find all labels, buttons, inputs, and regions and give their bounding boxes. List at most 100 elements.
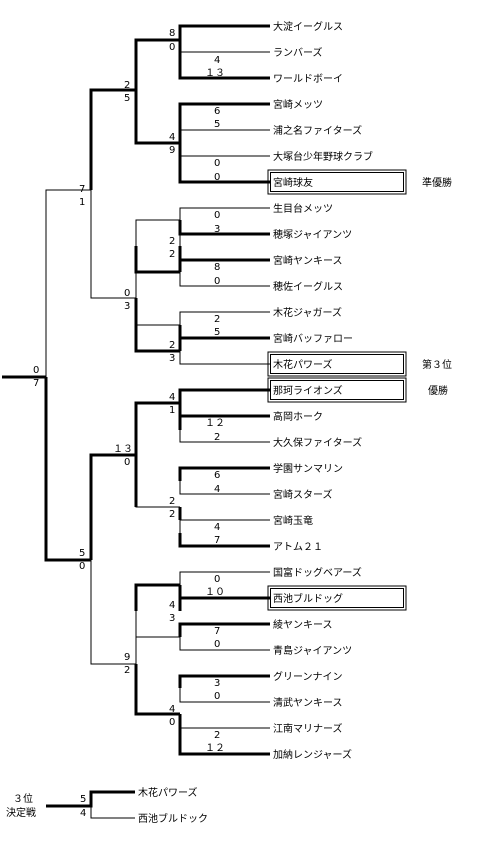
score: １０	[205, 587, 225, 598]
score: 7	[214, 626, 220, 637]
score: 1	[79, 197, 85, 208]
placement-boxes	[267, 169, 407, 611]
score: 4	[80, 808, 86, 819]
score: 4	[169, 132, 175, 143]
placement-labels: 準優勝 第３位 優勝	[422, 176, 452, 397]
team-name: ランバーズ	[273, 46, 323, 59]
score: 9	[169, 145, 175, 156]
score: 7	[214, 535, 220, 546]
score: 4	[214, 55, 220, 66]
team-name: 生目台メッツ	[273, 202, 333, 215]
score: 5	[124, 93, 130, 104]
team-name: 宮崎ヤンキース	[273, 254, 343, 267]
score: 0	[169, 42, 175, 53]
score: １３	[205, 68, 225, 79]
score: 2	[169, 249, 175, 260]
team-name: 木花パワーズ	[273, 358, 333, 371]
score: 0	[169, 717, 175, 728]
score: 2	[214, 730, 220, 741]
score: 0	[214, 210, 220, 221]
team-name: 清武ヤンキース	[273, 696, 343, 709]
team-name: 穂塚ジャイアンツ	[273, 228, 352, 241]
score: 3	[169, 613, 175, 624]
score: 2	[214, 314, 220, 325]
score: 2	[169, 236, 175, 247]
team-name: 西池ブルドック	[138, 812, 208, 825]
score: 1	[169, 405, 175, 416]
score: 8	[214, 262, 220, 273]
team-name: 国富ドッグベアーズ	[273, 566, 362, 579]
score: 4	[169, 704, 175, 715]
score: 3	[124, 301, 130, 312]
score: 0	[124, 457, 130, 468]
team-name: 宮崎玉竜	[273, 514, 313, 527]
score: 2	[169, 509, 175, 520]
score: 0	[214, 691, 220, 702]
score: 2	[124, 80, 130, 91]
score: 3	[169, 353, 175, 364]
score: 5	[214, 327, 220, 338]
score: 5	[214, 119, 220, 130]
team-name: 綾ヤンキース	[273, 618, 333, 631]
bracket-lines	[2, 24, 270, 819]
team-name: 浦之名ファイターズ	[273, 124, 362, 137]
team-name: 大淀イーグルス	[273, 20, 343, 33]
third-place-label: 第３位	[422, 358, 452, 371]
team-name: 学園サンマリン	[273, 462, 343, 475]
team-name: 宮崎スターズ	[273, 488, 333, 501]
team-name: 大久保ファイターズ	[273, 436, 362, 449]
team-name: 那珂ライオンズ	[273, 384, 343, 397]
score: 0	[214, 639, 220, 650]
team-name: アトム２１	[273, 541, 323, 553]
score: 4	[169, 600, 175, 611]
score: １２	[205, 418, 225, 429]
final-score: 7	[33, 378, 39, 389]
team-name: 大塚台少年野球クラブ	[273, 150, 373, 163]
runner-up-label: 準優勝	[422, 176, 452, 189]
score: 0	[214, 172, 220, 183]
team-name: 江南マリナーズ	[273, 722, 343, 735]
team-name: 木花パワーズ	[138, 786, 198, 799]
score: 3	[214, 678, 220, 689]
team-name: ワールドボーイ	[273, 73, 343, 85]
score: 7	[79, 184, 85, 195]
team-name: 宮崎バッファロー	[273, 332, 353, 345]
team-name: 青島ジャイアンツ	[273, 644, 352, 657]
score: 8	[169, 28, 175, 39]
third-place-match: ３位 決定戦 5 4 木花パワーズ 西池ブルドック	[6, 786, 208, 825]
score: １３	[113, 444, 133, 455]
score: １２	[205, 743, 225, 754]
team-name: グリーンナイン	[273, 670, 343, 683]
score: 6	[214, 106, 220, 117]
champion-label: 優勝	[428, 384, 448, 397]
score: 4	[214, 522, 220, 533]
team-name: 加納レンジャーズ	[273, 748, 352, 761]
third-place-title: 決定戦	[6, 806, 36, 819]
team-name: 高岡ホーク	[273, 410, 323, 423]
score: 5	[80, 794, 86, 805]
score: 4	[214, 484, 220, 495]
score: 0	[214, 574, 220, 585]
team-list: 大淀イーグルス ランバーズ ワールドボーイ 宮崎メッツ 浦之名ファイターズ 大塚…	[273, 20, 373, 761]
score: 0	[214, 276, 220, 287]
score: 2	[214, 432, 220, 443]
score: 2	[124, 665, 130, 676]
score: 0	[79, 561, 85, 572]
team-name: 西池ブルドッグ	[273, 592, 343, 605]
team-name: 穂佐イーグルス	[273, 280, 343, 293]
score: 0	[214, 158, 220, 169]
score: 3	[214, 224, 220, 235]
score: 9	[124, 652, 130, 663]
team-name: 宮崎球友	[273, 176, 313, 189]
score: 4	[169, 392, 175, 403]
scores: 4 １３ 6 5 0 0 0 3 8 0 2 5 １２ 2 6 4 4 7 0 …	[33, 28, 225, 754]
score: 2	[169, 340, 175, 351]
final-score: 0	[33, 365, 39, 376]
score: 5	[79, 548, 85, 559]
score: 0	[124, 288, 130, 299]
score: 6	[214, 470, 220, 481]
team-name: 木花ジャガーズ	[273, 306, 342, 319]
team-name: 宮崎メッツ	[273, 98, 323, 111]
third-place-title: ３位	[13, 792, 33, 805]
